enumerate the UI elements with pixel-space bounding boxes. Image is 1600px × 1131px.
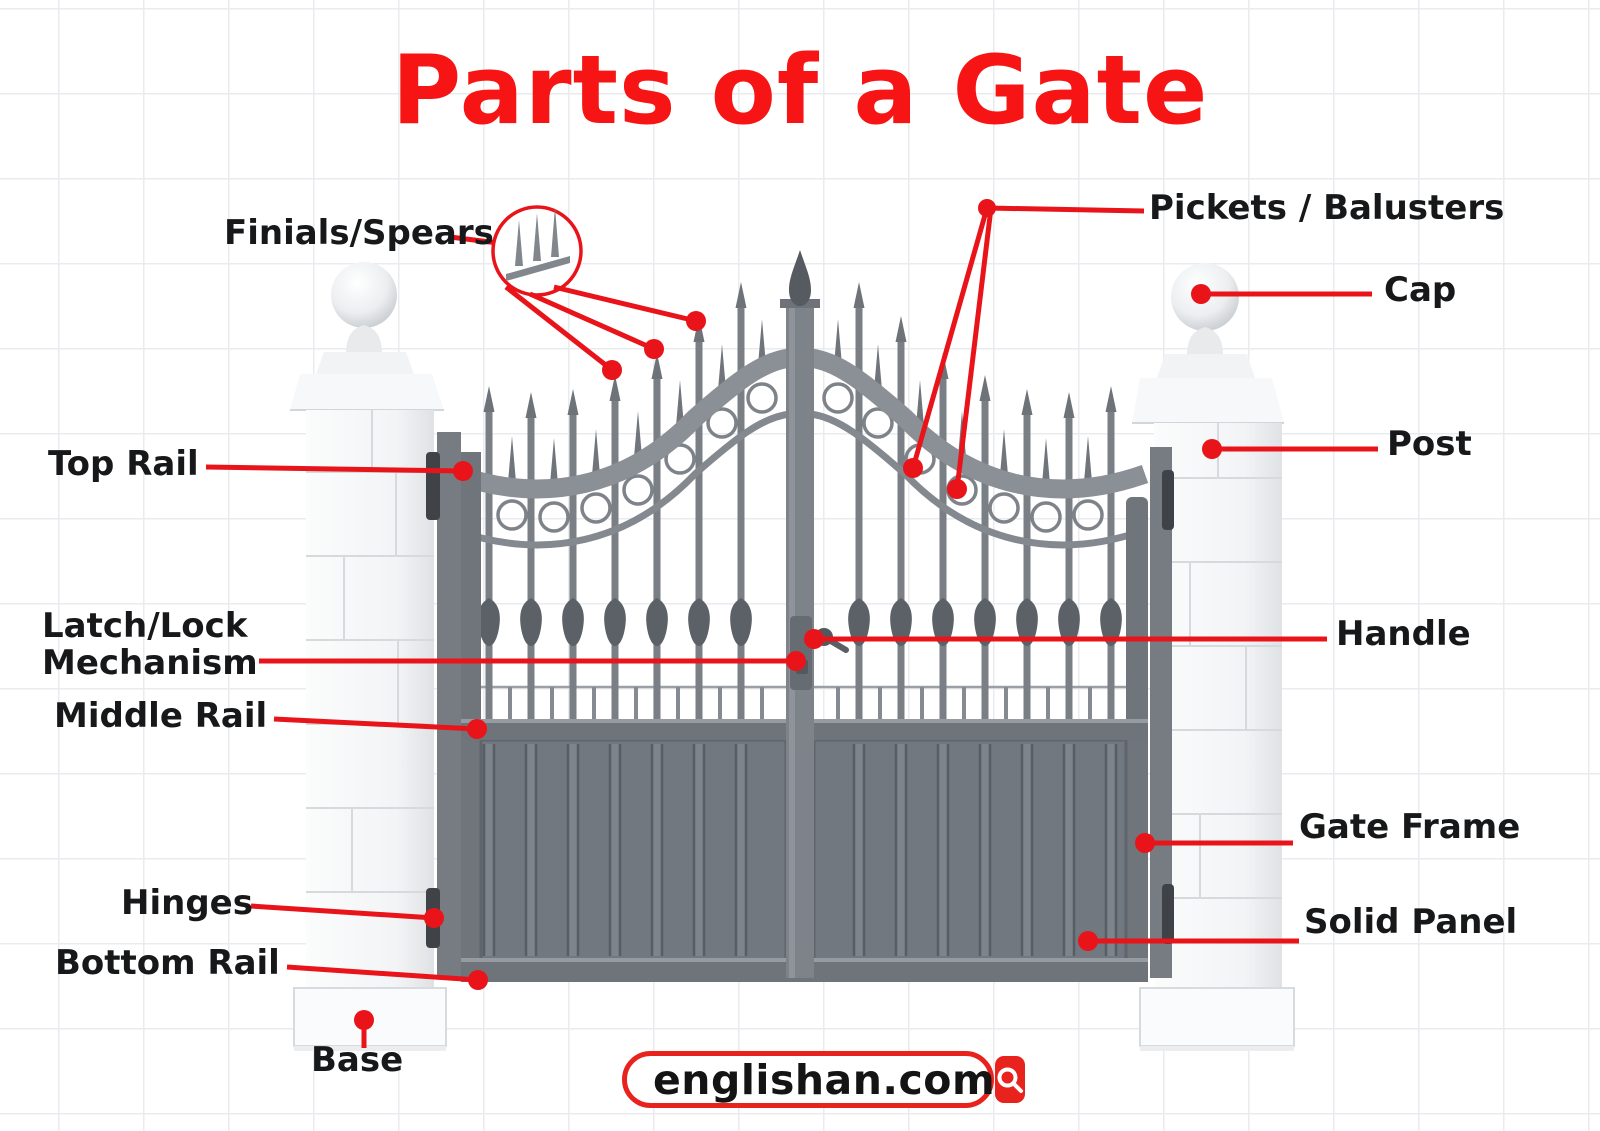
hinge-top-left bbox=[426, 452, 440, 520]
page-title: Parts of a Gate bbox=[391, 36, 1209, 146]
left-post-cap-ball bbox=[331, 262, 397, 328]
label-solid-panel: Solid Panel bbox=[1304, 902, 1518, 942]
label-latch-line1: Latch/Lock bbox=[42, 606, 248, 646]
hinge-bottom-right bbox=[1162, 884, 1174, 944]
site-logo: englishan.com bbox=[622, 1051, 1026, 1108]
gate-frame-right bbox=[1126, 447, 1174, 978]
right-post bbox=[1132, 263, 1295, 1051]
label-latch-line2: Mechanism bbox=[42, 642, 258, 683]
gate bbox=[426, 250, 1174, 982]
leader-top-rail bbox=[205, 464, 464, 474]
label-post: Post bbox=[1387, 424, 1472, 464]
leader-hinges bbox=[250, 903, 435, 921]
label-finials: Finials/Spears bbox=[224, 213, 494, 253]
search-button bbox=[995, 1056, 1026, 1103]
leader-pickets bbox=[986, 205, 1145, 214]
magnifier-icon bbox=[997, 1067, 1024, 1093]
leader-lines bbox=[205, 199, 1378, 1048]
scroll-decorations bbox=[496, 382, 1104, 533]
label-handle: Handle bbox=[1336, 614, 1471, 654]
label-base: Base bbox=[311, 1040, 404, 1080]
gate-wires bbox=[481, 685, 1126, 721]
label-top-rail: Top Rail bbox=[48, 444, 199, 484]
top-rail bbox=[451, 348, 1149, 549]
label-latch: Latch/Lock Mechanism bbox=[42, 608, 258, 681]
leader-finials bbox=[449, 234, 499, 246]
center-stile bbox=[780, 250, 820, 978]
label-pickets: Pickets / Balusters bbox=[1149, 188, 1505, 228]
leader-middle-rail bbox=[273, 716, 478, 732]
label-hinges: Hinges bbox=[121, 883, 253, 923]
label-middle-rail: Middle Rail bbox=[54, 696, 268, 736]
right-post-base bbox=[1139, 987, 1295, 1047]
center-finial bbox=[789, 250, 811, 306]
label-bottom-rail: Bottom Rail bbox=[55, 943, 280, 983]
solid-panels bbox=[479, 738, 1128, 962]
site-name: englishan.com bbox=[653, 1055, 996, 1104]
label-gate-frame: Gate Frame bbox=[1299, 807, 1521, 847]
left-post bbox=[290, 262, 447, 1051]
gate-frame-left bbox=[426, 432, 481, 978]
label-cap: Cap bbox=[1384, 270, 1457, 310]
hinge-top-right bbox=[1162, 470, 1174, 530]
leader-bottom-rail bbox=[286, 964, 479, 983]
